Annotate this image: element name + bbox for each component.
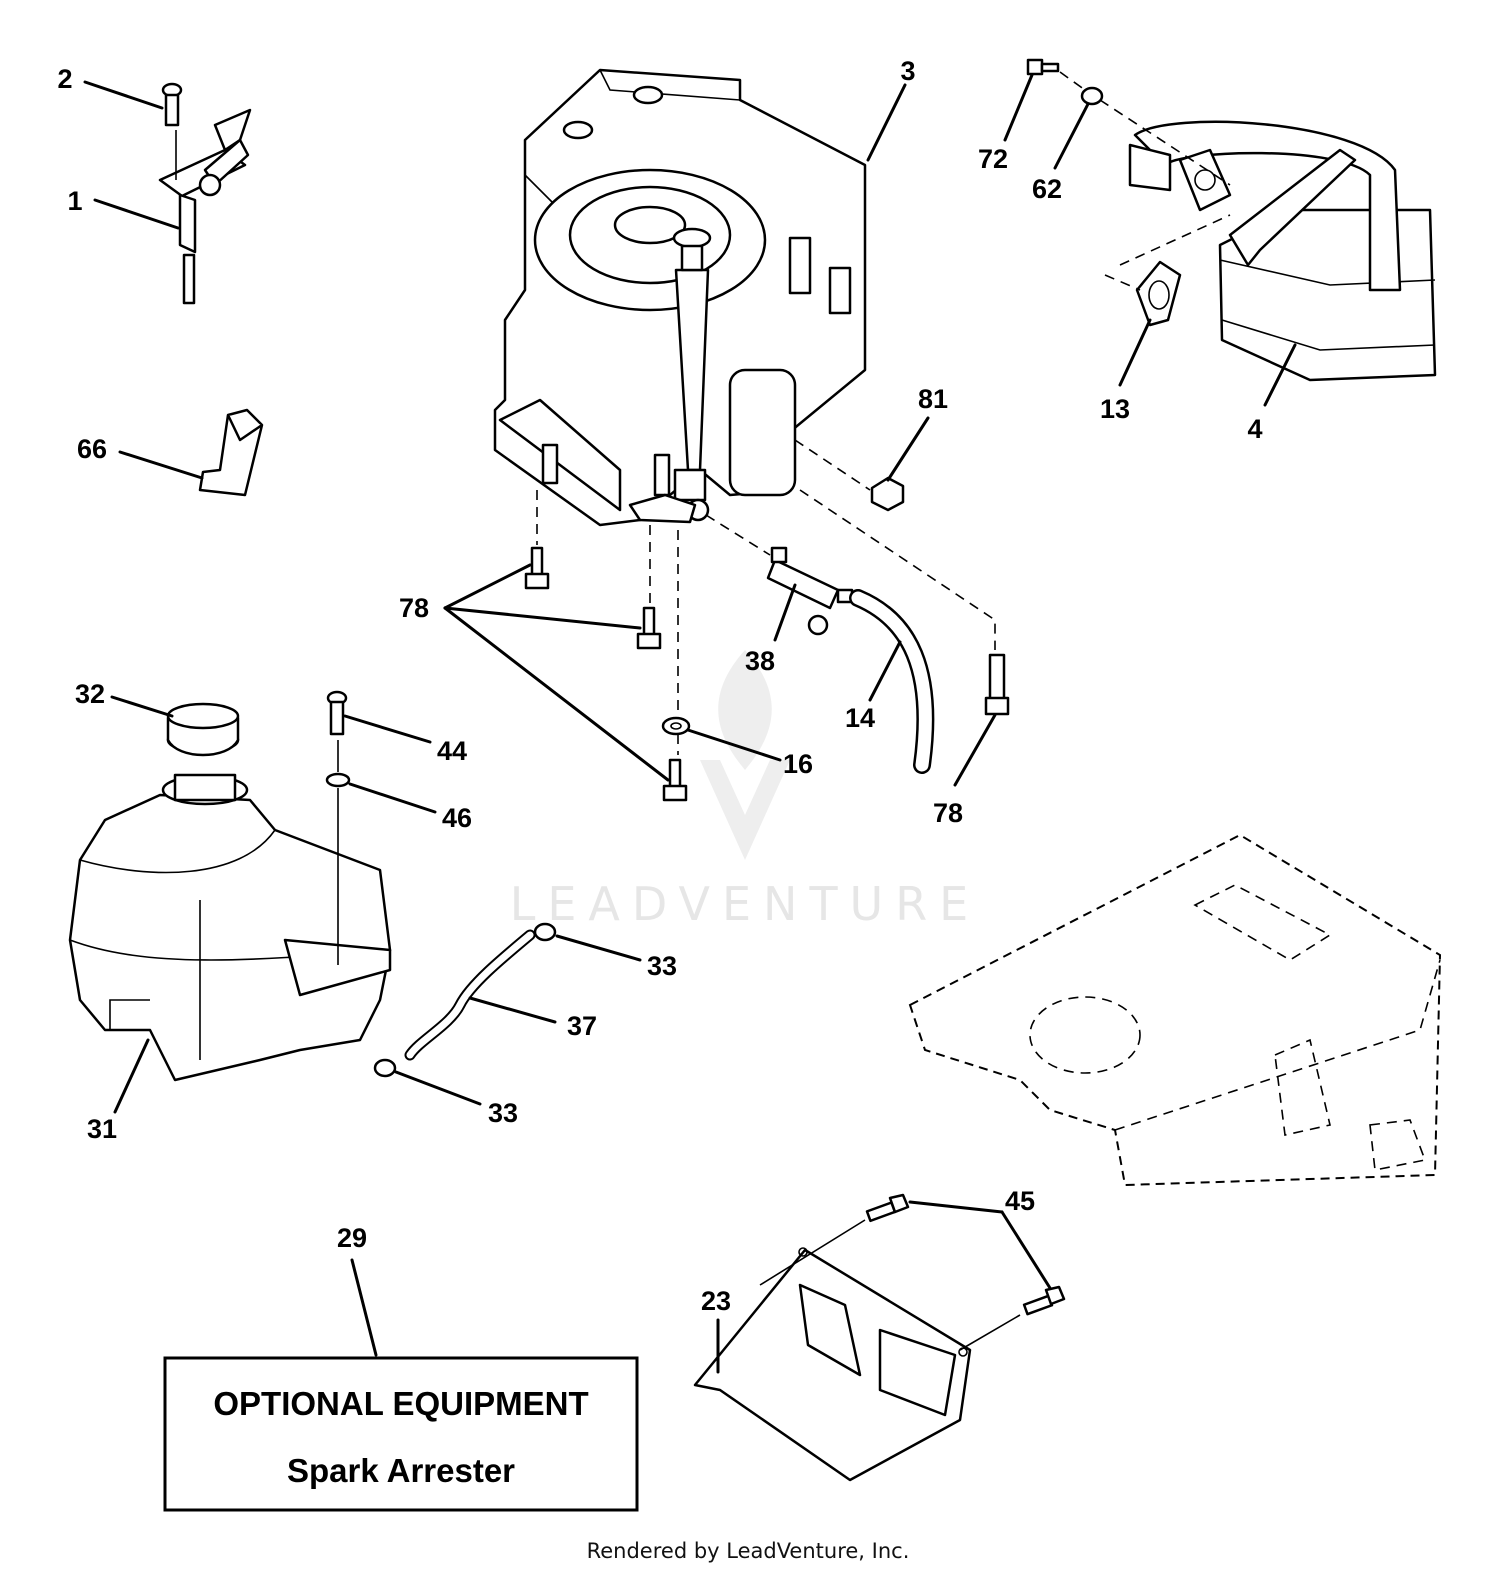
callout-78-a: 78: [399, 593, 429, 623]
drain-valve-38-part: [766, 546, 854, 636]
watermark-text: LEADVENTURE: [510, 877, 981, 931]
bolt-78-part: [524, 546, 1010, 802]
optional-equipment-title: OPTIONAL EQUIPMENT: [213, 1385, 588, 1422]
bracket-66-part: [198, 408, 264, 497]
callout-33-b: 33: [488, 1098, 518, 1128]
callout-46: 46: [442, 803, 472, 833]
washer-46-part: [325, 772, 351, 788]
callout-62: 62: [1032, 174, 1062, 204]
callout-labels: 1 2 3 72 62 13 4 66 81 78 38 14 16 78 32…: [57, 56, 1262, 1316]
callout-31: 31: [87, 1114, 117, 1144]
callout-72: 72: [978, 144, 1008, 174]
callout-44: 44: [437, 736, 467, 766]
callout-37: 37: [567, 1011, 597, 1041]
callout-29: 29: [337, 1223, 367, 1253]
washer-62-part: [1080, 86, 1104, 106]
callout-13: 13: [1100, 394, 1130, 424]
callout-23: 23: [701, 1286, 731, 1316]
bolt-45-part: [865, 1193, 1066, 1316]
callout-81: 81: [918, 384, 948, 414]
clamp-33-part: [373, 922, 557, 1078]
throttle-control-part: [158, 108, 252, 305]
callout-4: 4: [1247, 414, 1262, 444]
callout-16: 16: [783, 749, 813, 779]
hose-14-part: [849, 589, 935, 774]
gasket-13-part: [1135, 260, 1182, 327]
callout-14: 14: [845, 703, 875, 733]
callout-66: 66: [77, 434, 107, 464]
optional-equipment-subtitle: Spark Arrester: [287, 1452, 515, 1489]
engine-3-part: [493, 68, 867, 527]
callout-32: 32: [75, 679, 105, 709]
callout-33-a: 33: [647, 951, 677, 981]
bolt-72-part: [1026, 58, 1060, 76]
leader-lines: [83, 73, 1297, 1374]
callout-2: 2: [57, 64, 72, 94]
fuel-tank-31-part: [68, 773, 392, 1082]
shield-23-part: [693, 1247, 972, 1482]
washer-16-part: [661, 716, 691, 736]
callout-38: 38: [745, 646, 775, 676]
callout-3: 3: [900, 56, 915, 86]
muffler-4-part: [1128, 120, 1437, 382]
screw-2-part: [161, 82, 183, 127]
callout-45: 45: [1005, 1186, 1035, 1216]
optional-equipment-box: OPTIONAL EQUIPMENT Spark Arrester: [163, 1356, 639, 1512]
screw-44-part: [326, 690, 348, 736]
fuel-cap-32-part: [166, 702, 240, 757]
callout-1: 1: [67, 186, 82, 216]
footer-credit: Rendered by LeadVenture, Inc.: [587, 1539, 910, 1563]
fuel-line-37-part: [404, 929, 536, 1061]
nut-81-part: [870, 476, 905, 512]
watermark: LEADVENTURE: [510, 650, 981, 931]
callout-78-b: 78: [933, 798, 963, 828]
frame-reference: [908, 833, 1442, 1187]
watermark-logo: [700, 650, 790, 860]
